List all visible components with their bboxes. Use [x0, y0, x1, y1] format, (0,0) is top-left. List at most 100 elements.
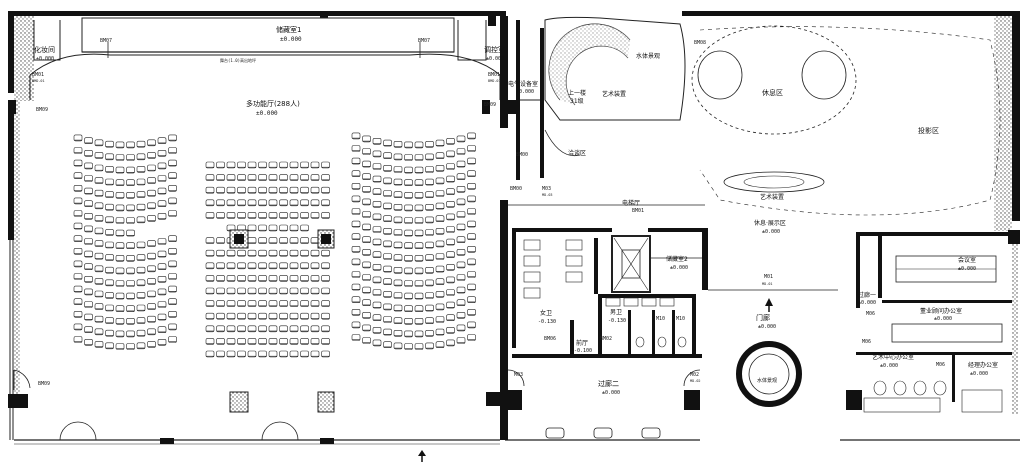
seat — [289, 300, 299, 307]
seat — [84, 288, 93, 296]
seat — [226, 186, 236, 194]
seat — [237, 161, 246, 169]
seat — [84, 150, 93, 157]
meeting-level: ±0.000 — [958, 266, 976, 272]
seat — [258, 338, 267, 345]
seat — [168, 336, 177, 343]
room-labels: 储藏室1 ±0.000 舞台(1.0)高出地坪 化妆间 ±0.000 调控室 ±… — [34, 25, 998, 396]
seat — [136, 254, 146, 261]
seat — [115, 317, 125, 325]
seat — [372, 138, 382, 145]
seat — [362, 198, 371, 206]
seat — [73, 260, 83, 268]
seat — [351, 296, 361, 304]
seat — [73, 285, 83, 293]
seat — [216, 237, 225, 244]
seat — [216, 186, 225, 194]
seat — [289, 237, 299, 244]
tag-m01: M01 — [764, 274, 773, 280]
seat — [73, 172, 83, 179]
seat — [310, 212, 320, 219]
seat — [393, 191, 403, 198]
seat — [157, 288, 167, 296]
seat — [226, 249, 236, 257]
seat — [393, 342, 403, 350]
seat — [446, 251, 455, 259]
storage-2-level: ±0.000 — [670, 265, 688, 271]
seat — [115, 255, 125, 262]
seat — [105, 254, 114, 261]
seat — [279, 350, 288, 358]
seat — [279, 186, 288, 194]
seat — [425, 204, 434, 211]
seat — [372, 163, 382, 170]
seat — [456, 236, 466, 243]
seat — [425, 266, 434, 274]
seat — [310, 199, 320, 207]
seat — [268, 350, 278, 358]
seat — [105, 292, 114, 299]
seat — [136, 342, 146, 350]
seat — [300, 338, 309, 345]
seat — [362, 299, 371, 307]
tag-m06-c: M06 — [936, 362, 945, 368]
seat — [136, 292, 146, 299]
seat — [300, 325, 309, 333]
seat — [157, 301, 167, 308]
seat — [467, 283, 476, 291]
seat — [205, 186, 215, 194]
seat — [446, 201, 455, 208]
seat — [300, 249, 309, 257]
seat — [237, 338, 246, 345]
seat — [247, 338, 257, 345]
seat — [351, 334, 361, 341]
seat — [456, 148, 466, 155]
seat — [205, 300, 215, 307]
seat — [268, 174, 278, 181]
seat — [168, 310, 177, 318]
seat — [435, 303, 445, 311]
seat — [289, 350, 299, 358]
seat — [310, 300, 320, 307]
seat — [94, 315, 104, 323]
seat — [393, 153, 403, 161]
seat — [73, 134, 83, 142]
seat — [362, 286, 371, 294]
seat — [383, 165, 392, 172]
seat — [300, 312, 309, 320]
seat — [425, 229, 434, 236]
seat — [446, 289, 455, 296]
seat — [157, 200, 167, 207]
seat — [362, 160, 371, 168]
tag-bm01-right-sub: BMD-01 — [488, 79, 501, 83]
seat — [147, 164, 156, 172]
seat — [268, 186, 278, 194]
seat — [94, 278, 104, 285]
seat — [94, 290, 104, 298]
seat — [351, 195, 361, 203]
tag-m03-top: M03 — [542, 186, 551, 192]
seat — [435, 253, 445, 260]
seat — [157, 162, 167, 170]
seat — [351, 258, 361, 266]
seat — [84, 250, 93, 258]
elec-level: ±0.000 — [516, 89, 534, 95]
seat — [136, 216, 146, 224]
seat — [126, 179, 135, 186]
seat — [372, 251, 382, 259]
seat — [247, 275, 257, 282]
seat — [372, 150, 382, 158]
seat — [435, 177, 445, 185]
seat — [84, 200, 93, 207]
tea-area-label: 洽谈区 — [568, 149, 586, 157]
seat — [268, 199, 278, 207]
seat — [94, 227, 104, 235]
seat — [467, 321, 476, 329]
seat — [168, 134, 177, 142]
seat — [362, 274, 371, 281]
seat — [435, 278, 445, 286]
seat — [404, 255, 413, 262]
tag-bm01-left: BM01 — [32, 72, 44, 78]
seat — [268, 338, 278, 345]
seat — [467, 308, 476, 316]
